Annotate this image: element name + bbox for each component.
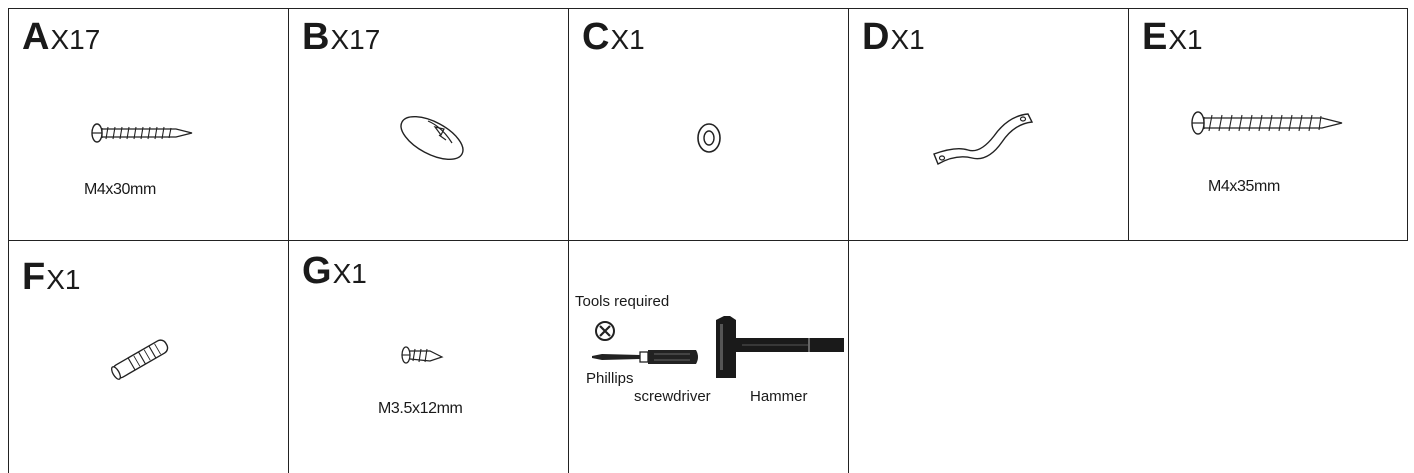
tools-cell: Tools required Phillips screwdriver Hamm… [572, 248, 844, 468]
part-quantity: X17 [330, 24, 381, 55]
part-size-label: M3.5x12mm [378, 400, 463, 417]
part-quantity: X17 [50, 24, 101, 55]
short-screw-icon [401, 346, 444, 364]
part-cell-c: CX1 [582, 18, 842, 233]
part-header-d: DX1 [862, 18, 925, 56]
part-cell-b: BX17 [302, 18, 562, 233]
part-cell-g: GX1 M3.5x12mm [302, 252, 562, 468]
grid-line-top [8, 8, 1408, 9]
part-letter: B [302, 16, 329, 58]
part-header-a: AX17 [22, 18, 100, 56]
part-letter: F [22, 256, 45, 298]
tools-heading: Tools required [575, 293, 670, 310]
part-quantity: X1 [332, 258, 367, 289]
part-header-g: GX1 [302, 252, 367, 290]
part-header-e: EX1 [1142, 18, 1203, 56]
part-letter: A [22, 16, 49, 58]
part-header-b: BX17 [302, 18, 380, 56]
grid-line-middle [8, 240, 1408, 241]
washer-icon [697, 123, 721, 153]
hammer-label: Hammer [750, 388, 808, 405]
part-quantity: X1 [890, 24, 925, 55]
part-quantity: X1 [610, 24, 645, 55]
part-cell-f: FX1 [22, 258, 282, 468]
part-letter: G [302, 250, 332, 292]
grid-line-col1 [288, 8, 289, 473]
grid-line-right [1407, 8, 1408, 241]
part-size-label: M4x35mm [1208, 178, 1280, 195]
grid-line-col4 [1128, 8, 1129, 241]
part-header-c: CX1 [582, 18, 645, 56]
part-quantity: X1 [1168, 24, 1203, 55]
wood-screw-icon [91, 123, 193, 143]
screwdriver-label-line2: screwdriver [634, 388, 711, 405]
grid-line-col2 [568, 8, 569, 473]
part-letter: E [1142, 16, 1167, 58]
grid-line-left [8, 8, 9, 473]
part-letter: C [582, 16, 609, 58]
screwdriver-label-line1: Phillips [586, 370, 634, 387]
part-quantity: X1 [46, 264, 81, 295]
grid-line-col3 [848, 8, 849, 473]
screw-cover-cap-icon [400, 115, 464, 161]
part-cell-e: EX1 M4x35mm [1142, 18, 1402, 233]
part-header-f: FX1 [22, 258, 80, 296]
part-cell-a: AX17 M4x30mm [22, 18, 282, 233]
part-cell-d: DX1 [862, 18, 1122, 233]
part-size-label: M4x30mm [84, 181, 156, 198]
wall-plug-icon [111, 339, 169, 380]
s-bracket-icon [933, 113, 1034, 165]
hammer-icon [716, 316, 844, 378]
screwdriver-icon [592, 350, 698, 364]
phillips-head-icon [595, 321, 615, 341]
part-letter: D [862, 16, 889, 58]
long-screw-icon [1191, 111, 1343, 135]
